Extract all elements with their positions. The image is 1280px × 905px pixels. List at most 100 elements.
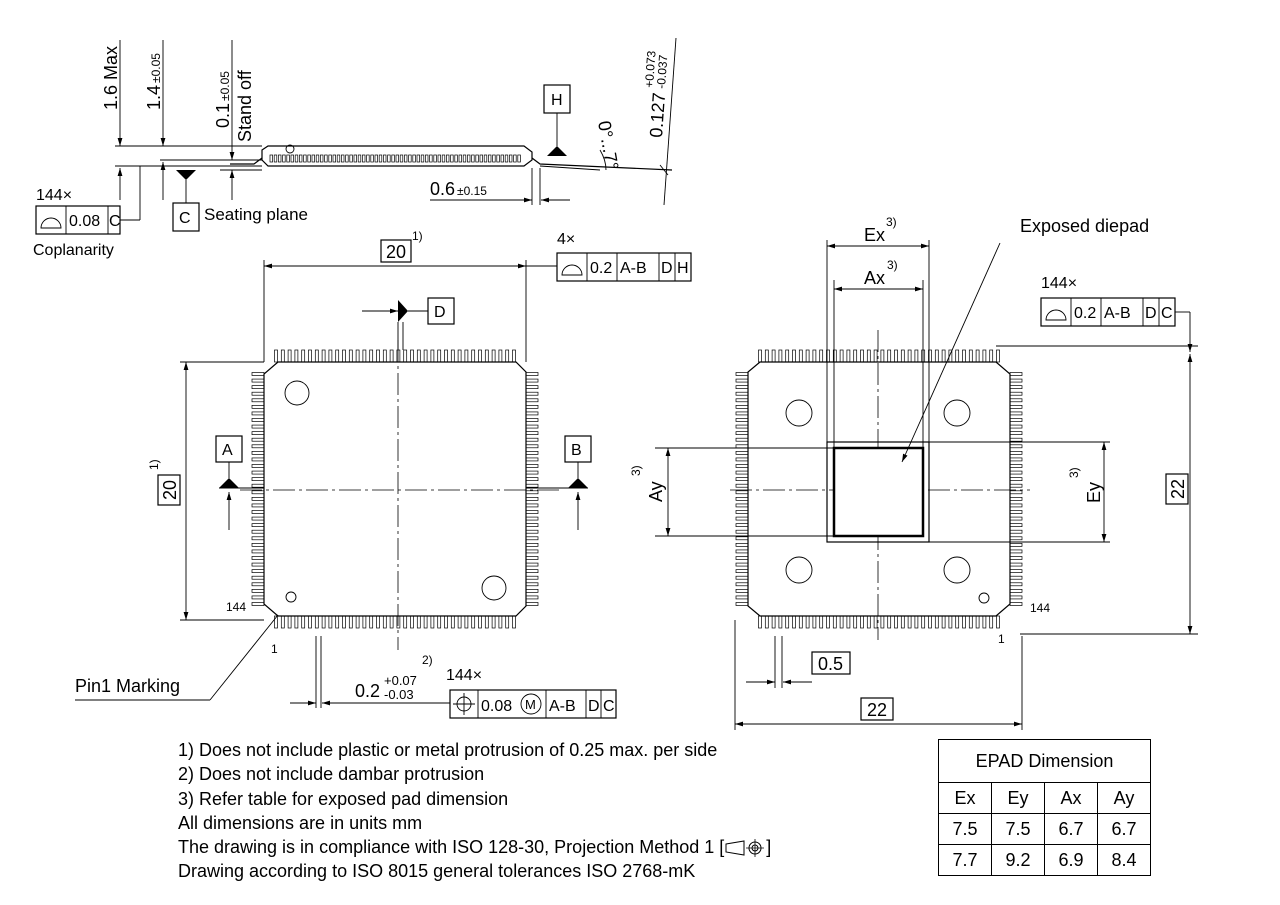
- lead-pin: [735, 562, 749, 567]
- lead-pin: [764, 349, 769, 363]
- lead-pin: [525, 385, 539, 389]
- lead-pin: [1009, 595, 1023, 600]
- datum-d-box: [427, 297, 455, 325]
- lead-pin: [321, 615, 326, 629]
- lead-pin: [416, 349, 421, 363]
- lead-pin: [274, 615, 278, 629]
- datum-h: H: [551, 92, 563, 109]
- lead-pin: [437, 349, 442, 363]
- bottom-profile-value: 0.2: [1074, 305, 1096, 322]
- position-datum-3: C: [603, 698, 615, 715]
- dim-top-width-note: 1): [412, 229, 423, 243]
- side-lead: [446, 154, 450, 163]
- lead-pin: [853, 349, 858, 363]
- side-body: [261, 145, 533, 167]
- lead-pin: [525, 483, 539, 488]
- side-lead: [509, 154, 513, 163]
- lead-pin: [735, 543, 749, 547]
- side-lead: [366, 154, 370, 163]
- lead-pin: [948, 615, 953, 629]
- side-view: 1.6 Max 1.4±0.05 0.1±0.05 Stand off H 0°…: [33, 37, 677, 259]
- lead-pin: [996, 349, 1000, 363]
- side-lead: [483, 154, 488, 163]
- lead-pin: [525, 424, 539, 429]
- lead-pin: [355, 615, 360, 629]
- lead-pin: [758, 349, 762, 363]
- bottom-profile-datum-3: C: [1161, 305, 1173, 322]
- lead-pin: [251, 464, 265, 468]
- side-lead: [517, 154, 521, 163]
- lead-pin: [989, 349, 994, 363]
- side-lead: [420, 154, 425, 163]
- lead-pin: [1009, 431, 1023, 435]
- epad-header-ex: Ex: [938, 782, 992, 814]
- lead-pin: [251, 516, 265, 521]
- surface-profile-icon: [1045, 309, 1067, 321]
- lead-pin: [369, 615, 374, 629]
- side-lead: [395, 154, 399, 163]
- dim-lead-thickness-tol: +0.073: [642, 50, 659, 88]
- lead-pin: [525, 457, 539, 462]
- lead-pin: [444, 349, 448, 363]
- lead-pin: [941, 349, 946, 363]
- lead-pin: [251, 378, 265, 383]
- lead-pin: [457, 349, 462, 363]
- lead-pin: [512, 349, 516, 363]
- dim-bottom-width: 22: [867, 700, 887, 720]
- lead-pin: [798, 349, 803, 363]
- side-lead: [467, 154, 471, 163]
- side-mark: [285, 144, 295, 154]
- profile-datum-3: H: [677, 260, 689, 277]
- lead-pin: [928, 615, 932, 629]
- side-lead: [273, 154, 278, 163]
- lead-pin: [1009, 510, 1023, 514]
- lead-pin: [1009, 589, 1023, 593]
- lead-pin: [907, 615, 912, 629]
- lead-pin: [894, 615, 898, 629]
- lead-pin: [525, 556, 539, 560]
- side-lead: [408, 154, 412, 163]
- lead-pin: [735, 589, 749, 593]
- epad-header-ay: Ay: [1097, 782, 1151, 814]
- lead-pin: [342, 615, 346, 629]
- position-count: 144×: [446, 667, 482, 684]
- lead-pin: [941, 615, 946, 629]
- note-4: All dimensions are in units mm: [178, 812, 423, 833]
- lead-pin: [735, 372, 749, 376]
- side-lead: [286, 154, 290, 163]
- top-pin-1: 1: [271, 642, 278, 656]
- lead-pin: [505, 615, 510, 629]
- lead-pin: [525, 490, 539, 495]
- lead-pin: [251, 556, 265, 560]
- lead-pin: [251, 451, 265, 455]
- datum-c: C: [179, 210, 191, 227]
- lead-pin: [525, 477, 539, 481]
- side-lead: [362, 154, 366, 163]
- svg-text:-0.03: -0.03: [384, 687, 414, 702]
- lead-pin: [1009, 575, 1023, 580]
- epad-table-title: EPAD Dimension: [938, 739, 1151, 783]
- lead-pin: [1009, 424, 1023, 429]
- lead-pin: [1009, 549, 1023, 554]
- bottom-mark-br: [943, 556, 971, 584]
- lead-pin: [735, 483, 749, 488]
- lead-pin: [1009, 477, 1023, 481]
- svg-text:+0.07: +0.07: [384, 673, 417, 688]
- dim-angle: 0°...7°: [594, 119, 622, 171]
- epad-row: 7.5 7.5 6.7 6.7: [938, 813, 1151, 845]
- lead-pin: [423, 349, 428, 363]
- svg-text:3): 3): [1067, 467, 1081, 478]
- lead-pin: [735, 529, 749, 534]
- lead-pin: [498, 615, 503, 629]
- lead-pin: [355, 349, 360, 363]
- lead-pin: [812, 349, 817, 363]
- lead-pin: [301, 615, 306, 629]
- profile-count: 4×: [557, 231, 575, 248]
- lead-pin: [314, 349, 319, 363]
- side-lead: [332, 154, 336, 163]
- side-lead: [462, 154, 467, 163]
- lead-pin: [735, 602, 749, 606]
- lead-pin: [853, 615, 858, 629]
- lead-pin: [348, 349, 353, 363]
- lead-pin: [362, 349, 367, 363]
